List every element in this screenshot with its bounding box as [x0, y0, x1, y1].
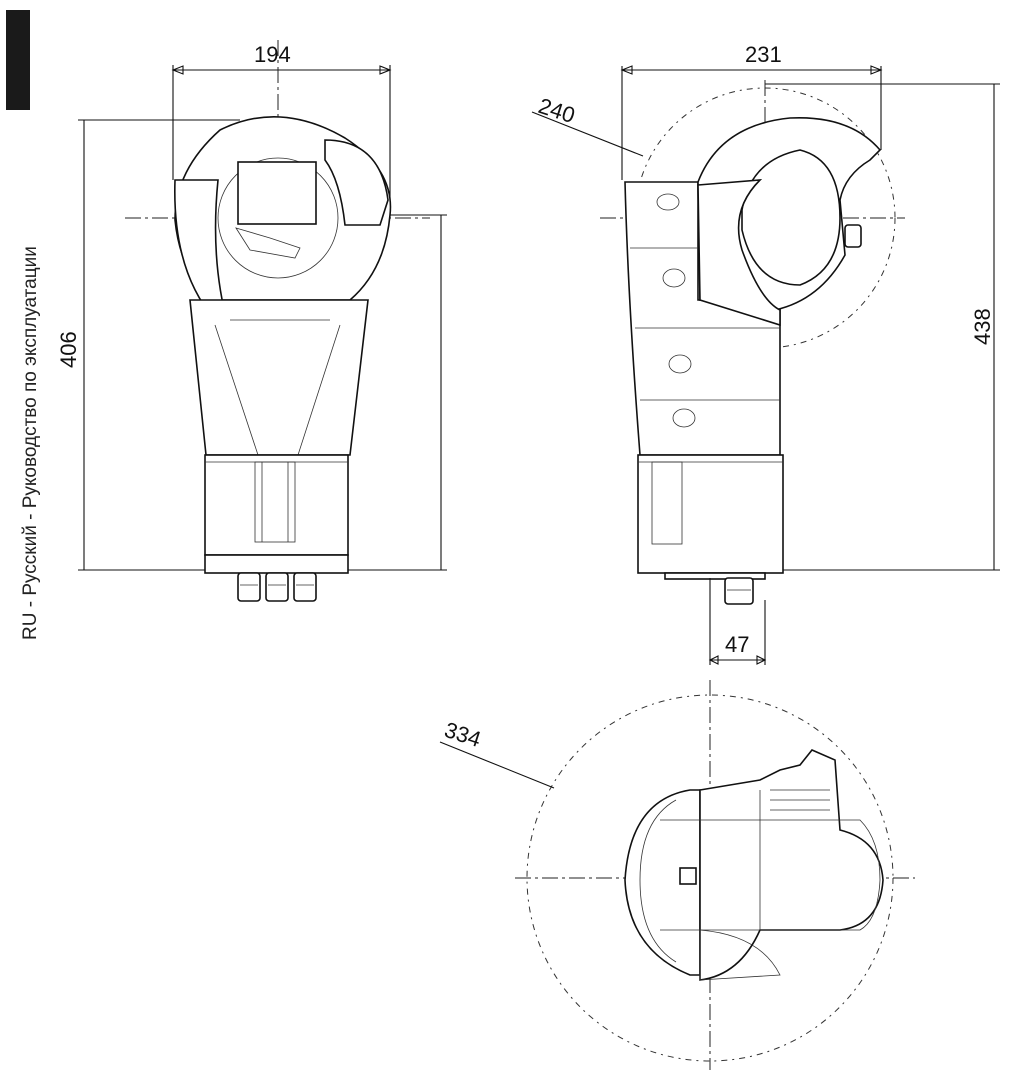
dim-top-sweep: 334: [441, 717, 484, 752]
dim-front-height: 406: [56, 331, 81, 368]
dim-side-width: 231: [745, 42, 782, 67]
dim-front-width: 194: [254, 42, 291, 67]
front-view: 194 406: [56, 40, 447, 602]
section-tab-marker: [6, 10, 30, 110]
top-view: 334: [439, 680, 915, 1070]
dim-side-height: 438: [970, 308, 995, 345]
dim-side-sweep: 240: [535, 93, 578, 128]
side-view: 231 240 438: [531, 42, 1000, 665]
dim-offset: 47: [725, 632, 749, 657]
